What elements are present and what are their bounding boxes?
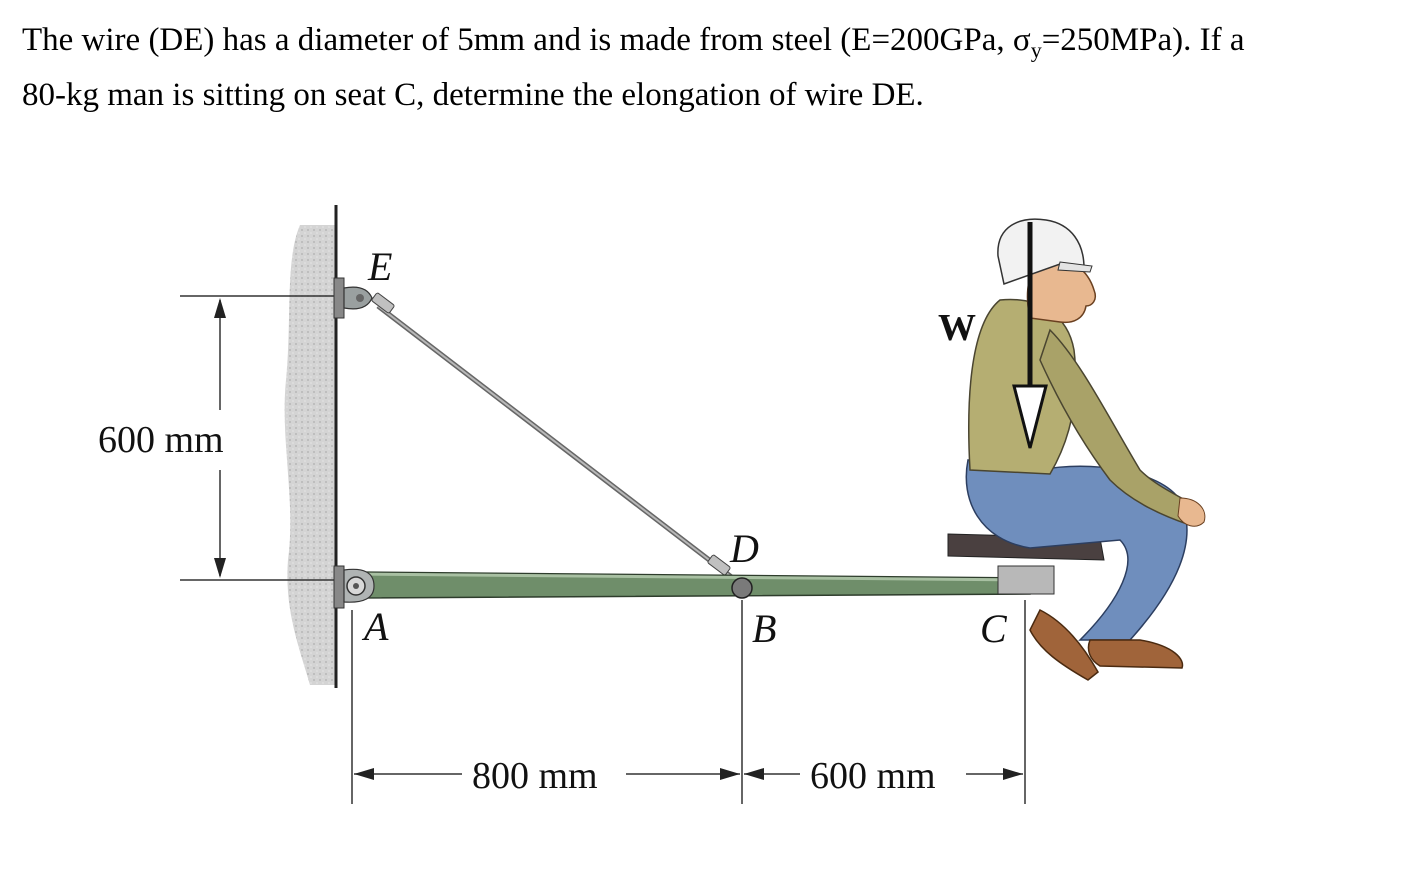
horizontal-dimensions (351, 600, 1026, 804)
problem-line-2: 80-kg man is sitting on seat C, determin… (22, 76, 924, 113)
problem-line-1: The wire (DE) has a diameter of 5mm and … (22, 18, 1402, 73)
vertical-dimension (180, 295, 340, 581)
label-w: W (938, 307, 976, 349)
wall (284, 205, 338, 688)
yield-subscript: y (1030, 37, 1042, 63)
dimension-bc-label: 600 mm (810, 755, 936, 797)
problem-text-a: The wire (DE) has a diameter of 5mm and … (22, 22, 1031, 58)
bracket-e (333, 277, 373, 319)
label-d: D (729, 526, 759, 571)
vertical-dimension-label: 600 mm (98, 419, 224, 461)
beam (333, 565, 1031, 609)
label-b: B (752, 606, 776, 651)
problem-text-b: =250MPa). If a (1041, 22, 1245, 58)
problem-statement: The wire (DE) has a diameter of 5mm and … (22, 18, 1402, 117)
label-a: A (361, 604, 389, 649)
weight-arrow (1012, 222, 1048, 449)
dimension-ab-label: 800 mm (472, 755, 598, 797)
label-c: C (980, 606, 1008, 651)
label-e: E (367, 244, 392, 289)
wire-de (371, 292, 740, 584)
